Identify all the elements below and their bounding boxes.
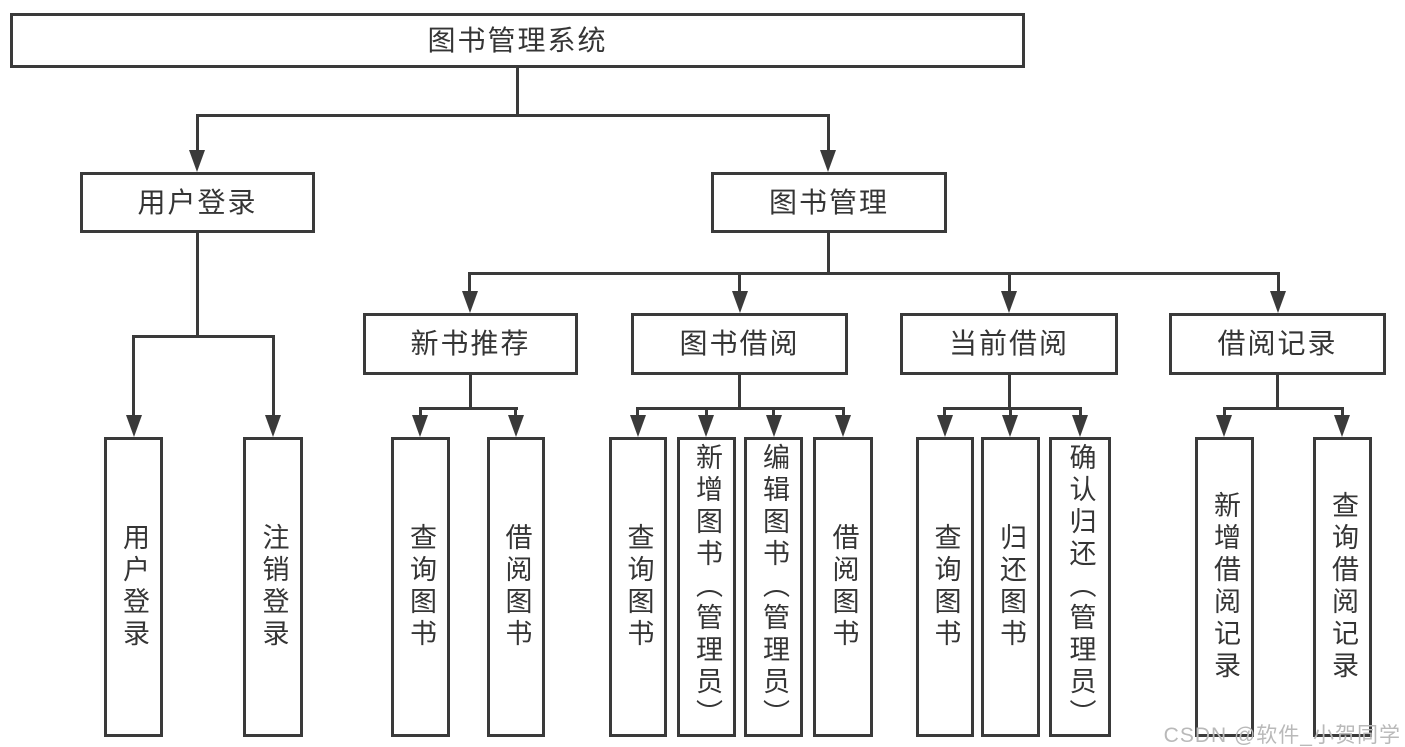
connector-line — [196, 114, 830, 117]
arrow-down-icon — [462, 291, 478, 313]
arrow-down-icon — [766, 415, 782, 437]
leaf-borrow-book-1: 借阅图书 — [487, 437, 545, 737]
arrow-down-icon — [508, 415, 524, 437]
arrow-down-icon — [1216, 415, 1232, 437]
arrow-down-icon — [630, 415, 646, 437]
arrow-down-icon — [265, 415, 281, 437]
arrow-down-icon — [1270, 291, 1286, 313]
leaf-user-login: 用户登录 — [104, 437, 163, 737]
connector-line — [272, 335, 275, 417]
node-book-borrow: 图书借阅 — [631, 313, 848, 375]
arrow-down-icon — [1002, 415, 1018, 437]
connector-line — [636, 407, 845, 410]
arrow-down-icon — [820, 150, 836, 172]
connector-line — [1008, 375, 1011, 409]
connector-line — [1223, 407, 1226, 417]
arrow-down-icon — [412, 415, 428, 437]
watermark: CSDN @软件_小贺同学 — [1163, 724, 1401, 747]
connector-line — [196, 114, 199, 152]
connector-line — [827, 114, 830, 152]
connector-line — [132, 335, 275, 338]
connector-line — [1079, 407, 1082, 417]
connector-line — [943, 407, 946, 417]
arrow-down-icon — [1001, 291, 1017, 313]
leaf-confirm-return-admin: 确认归还（管理员） — [1049, 437, 1111, 737]
connector-line — [516, 68, 519, 114]
node-current-borrow: 当前借阅 — [900, 313, 1118, 375]
connector-line — [1008, 272, 1011, 293]
connector-line — [468, 272, 1280, 275]
connector-line — [419, 407, 518, 410]
node-book-management: 图书管理 — [711, 172, 947, 233]
connector-line — [1009, 407, 1012, 417]
arrow-down-icon — [937, 415, 953, 437]
arrow-down-icon — [1334, 415, 1350, 437]
connector-line — [943, 407, 1082, 410]
connector-line — [514, 407, 517, 417]
leaf-add-book-admin: 新增图书（管理员） — [677, 437, 736, 737]
arrow-down-icon — [189, 150, 205, 172]
connector-line — [132, 335, 135, 417]
arrow-down-icon — [698, 415, 714, 437]
arrow-down-icon — [126, 415, 142, 437]
node-root: 图书管理系统 — [10, 13, 1025, 68]
connector-line — [772, 407, 775, 417]
leaf-logout-login: 注销登录 — [243, 437, 303, 737]
leaf-return-book: 归还图书 — [981, 437, 1040, 737]
connector-line — [1276, 375, 1279, 409]
node-borrow-records: 借阅记录 — [1169, 313, 1386, 375]
leaf-borrow-book-2: 借阅图书 — [813, 437, 873, 737]
connector-line — [468, 272, 471, 293]
leaf-query-book-1: 查询图书 — [391, 437, 450, 737]
connector-line — [469, 375, 472, 409]
connector-line — [705, 407, 708, 417]
leaf-query-book-2: 查询图书 — [609, 437, 667, 737]
connector-line — [1277, 272, 1280, 293]
connector-line — [738, 272, 741, 293]
connector-line — [419, 407, 422, 417]
arrow-down-icon — [835, 415, 851, 437]
connector-line — [1223, 407, 1344, 410]
connector-line — [636, 407, 639, 417]
connector-line — [827, 233, 830, 274]
arrow-down-icon — [732, 291, 748, 313]
connector-line — [1341, 407, 1344, 417]
arrow-down-icon — [1072, 415, 1088, 437]
leaf-query-borrow-record: 查询借阅记录 — [1313, 437, 1372, 737]
leaf-query-book-3: 查询图书 — [916, 437, 974, 737]
node-new-book-recommend: 新书推荐 — [363, 313, 578, 375]
connector-line — [842, 407, 845, 417]
connector-line — [196, 233, 199, 337]
leaf-add-borrow-record: 新增借阅记录 — [1195, 437, 1254, 737]
leaf-edit-book-admin: 编辑图书（管理员） — [744, 437, 803, 737]
connector-line — [738, 375, 741, 409]
node-user-login: 用户登录 — [80, 172, 315, 233]
